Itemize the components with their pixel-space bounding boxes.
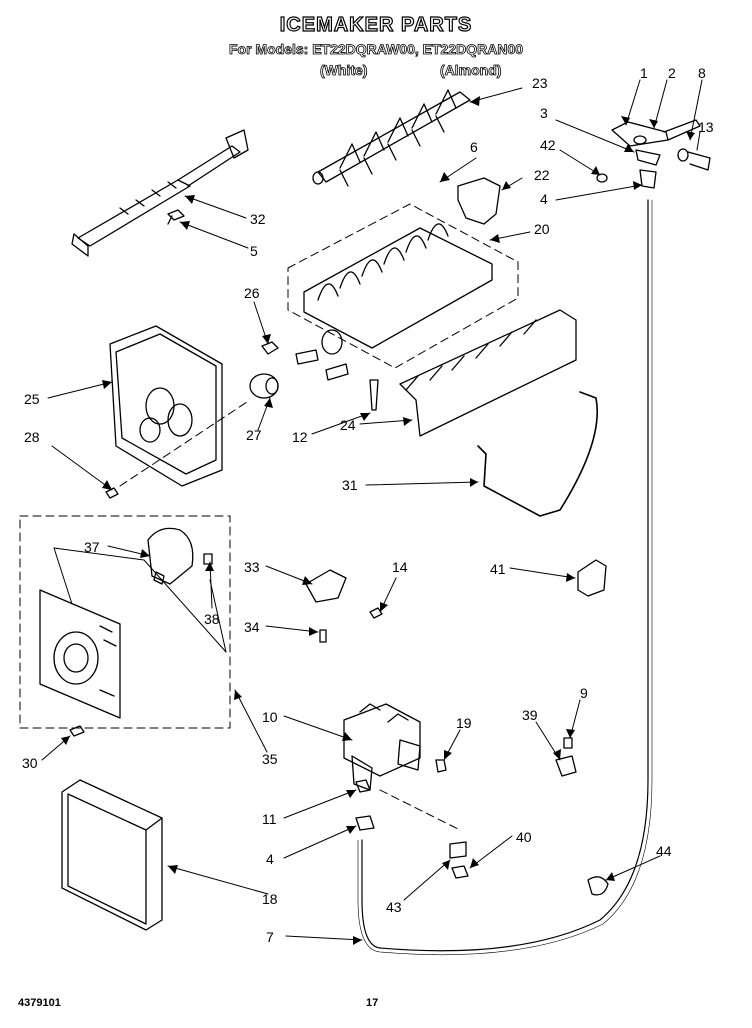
callout-37: 37 bbox=[84, 539, 100, 555]
callout-8: 8 bbox=[698, 65, 706, 81]
screw-19 bbox=[435, 759, 447, 773]
nut-11 bbox=[355, 779, 371, 793]
callout-41: 41 bbox=[490, 561, 506, 577]
callout-22: 22 bbox=[534, 167, 550, 183]
variant-white-label: (White) bbox=[320, 62, 368, 79]
models-subtitle: For Models: ET22DQRAW00, ET22DQRAN00 bbox=[228, 41, 524, 58]
callout-39: 39 bbox=[522, 707, 538, 723]
page-title: ICEMAKER PARTS bbox=[279, 13, 473, 36]
callout-43: 43 bbox=[386, 899, 402, 915]
callout-44: 44 bbox=[656, 843, 672, 859]
thermostat-33 bbox=[305, 569, 347, 603]
callout-35: 35 bbox=[262, 751, 278, 767]
fill-cup bbox=[457, 177, 501, 225]
leader-lines bbox=[41, 79, 703, 945]
wire-harness bbox=[71, 129, 249, 257]
callout-1: 1 bbox=[640, 65, 648, 81]
module-board bbox=[39, 589, 121, 719]
ice-mold bbox=[295, 223, 493, 381]
screw-12 bbox=[369, 379, 379, 411]
nut-40 bbox=[451, 865, 469, 879]
callout-9: 9 bbox=[580, 685, 588, 701]
callout-3: 3 bbox=[540, 105, 548, 121]
callout-4-lower: 4 bbox=[266, 851, 274, 867]
ejector-assembly bbox=[312, 89, 471, 187]
module-motor bbox=[147, 527, 194, 585]
callout-19: 19 bbox=[456, 715, 472, 731]
callout-33: 33 bbox=[244, 559, 260, 575]
callout-32: 32 bbox=[250, 211, 266, 227]
clip-41 bbox=[577, 559, 607, 597]
callout-6: 6 bbox=[470, 139, 478, 155]
callout-25: 25 bbox=[24, 391, 40, 407]
callout-5: 5 bbox=[250, 243, 258, 259]
screw-28 bbox=[105, 487, 119, 499]
callout-18: 18 bbox=[262, 891, 278, 907]
clip-26 bbox=[261, 341, 279, 355]
callout-13: 13 bbox=[698, 119, 714, 135]
callout-26: 26 bbox=[244, 285, 260, 301]
drive-gear bbox=[249, 373, 279, 399]
clamp-44 bbox=[587, 876, 609, 896]
callout-11: 11 bbox=[262, 811, 277, 827]
fitting-4b bbox=[355, 815, 375, 831]
screw-14 bbox=[369, 607, 383, 619]
control-housing bbox=[109, 325, 223, 487]
callout-10: 10 bbox=[262, 709, 278, 725]
callout-14: 14 bbox=[392, 559, 408, 575]
callout-31: 31 bbox=[342, 477, 358, 493]
callout-23: 23 bbox=[532, 75, 548, 91]
screw-38 bbox=[203, 553, 213, 565]
callout-38: 38 bbox=[204, 611, 220, 627]
screw-9 bbox=[563, 737, 573, 749]
front-cover bbox=[61, 779, 163, 931]
screw-34 bbox=[319, 629, 327, 643]
water-valve bbox=[343, 703, 421, 791]
fitting-43 bbox=[449, 841, 467, 859]
callout-4: 4 bbox=[540, 191, 548, 207]
callout-40: 40 bbox=[516, 829, 532, 845]
document-number: 4379101 bbox=[18, 997, 61, 1009]
callout-42: 42 bbox=[540, 137, 556, 153]
shutoff-arm bbox=[477, 391, 599, 517]
dashed-mold-outline bbox=[287, 203, 519, 369]
screw-30 bbox=[69, 725, 85, 737]
callout-24: 24 bbox=[340, 417, 356, 433]
callout-28: 28 bbox=[24, 429, 40, 445]
water-tube bbox=[361, 199, 649, 952]
page-number: 17 bbox=[366, 997, 379, 1009]
module-dashed-box bbox=[19, 515, 231, 729]
mold-cover-bracket bbox=[399, 309, 577, 437]
callout-7: 7 bbox=[266, 929, 274, 945]
callout-34: 34 bbox=[244, 619, 260, 635]
fill-cup-fittings bbox=[596, 119, 711, 189]
callout-30: 30 bbox=[22, 755, 38, 771]
variant-almond-label: (Almond) bbox=[440, 62, 502, 79]
clip-39 bbox=[555, 755, 577, 777]
callout-12: 12 bbox=[292, 429, 308, 445]
callout-27: 27 bbox=[246, 427, 262, 443]
callout-2: 2 bbox=[668, 65, 676, 81]
callout-20: 20 bbox=[534, 221, 550, 237]
screw-5 bbox=[167, 209, 185, 225]
